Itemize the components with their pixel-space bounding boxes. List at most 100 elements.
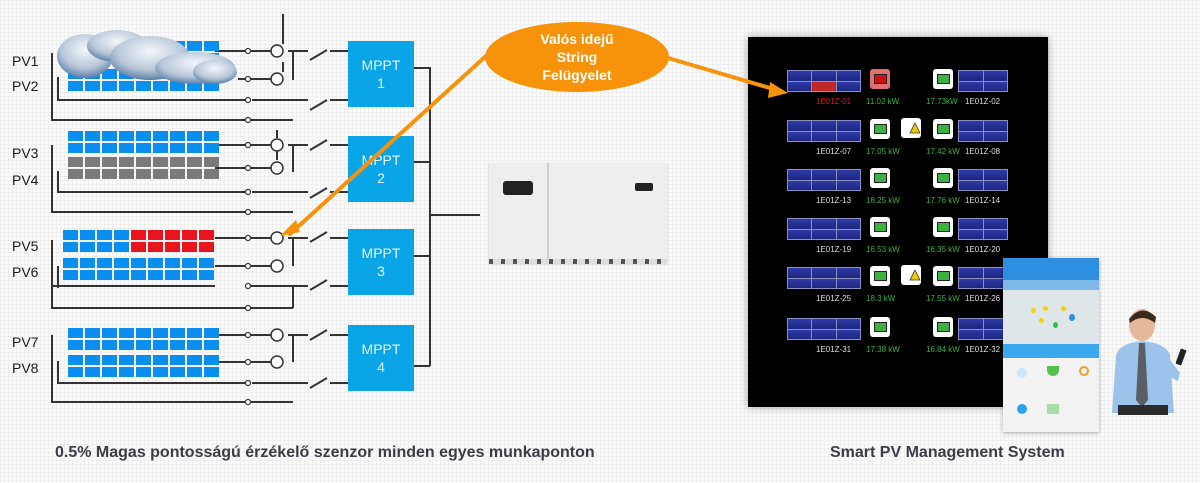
pv-module (199, 258, 214, 280)
pv-module (80, 230, 95, 252)
pv-label: PV2 (12, 78, 39, 94)
string-array-right (958, 218, 1008, 240)
warning-icon (901, 265, 921, 285)
string-array-left (787, 169, 861, 191)
pv-module (102, 355, 117, 377)
app-tabs (1003, 280, 1099, 290)
pv-module (204, 131, 219, 153)
arrowhead-icon (280, 220, 300, 236)
string-id-label: 1E01Z-13 (816, 196, 852, 205)
pv-module (102, 69, 117, 91)
string-array-right (958, 318, 1008, 340)
pv-module (68, 355, 83, 377)
string-id-label: 1E01Z-19 (816, 245, 852, 254)
app-stats-bar (1003, 344, 1099, 358)
pv-module (136, 157, 151, 179)
string-array-left (787, 267, 861, 289)
pv-module (187, 328, 202, 350)
pv-module (136, 355, 151, 377)
pv-module (131, 258, 146, 280)
wire (51, 53, 293, 121)
string-id-label: 1E01Z-14 (965, 196, 1001, 205)
arrow-to-dashboard (666, 56, 782, 93)
bus-wire (414, 67, 480, 367)
string-id-label: 1E01Z-20 (965, 245, 1001, 254)
mobile-app-screenshot (1003, 258, 1099, 432)
string-power-label: 16.84 kW (926, 345, 960, 354)
pv-label: PV1 (12, 53, 39, 69)
pv-module (148, 230, 163, 252)
pv-module (187, 131, 202, 153)
app-tile-icon (1079, 366, 1089, 376)
wire (51, 240, 293, 309)
pv-module (97, 230, 112, 252)
mppt-number: 1 (377, 75, 385, 91)
mppt-number: 2 (377, 170, 385, 186)
pv-label: PV3 (12, 145, 39, 161)
pv-module (97, 258, 112, 280)
arrow-to-string (288, 54, 488, 236)
pv-panel-array (68, 355, 219, 377)
string-array-right (958, 70, 1008, 92)
wiring-diagram (51, 14, 480, 406)
string-id-label: 1E01Z-02 (965, 97, 1001, 106)
realtime-string-monitoring-callout: Valós idejű String Felügyelet (485, 22, 669, 92)
mppt-number: 4 (377, 359, 385, 375)
pv-module (119, 157, 134, 179)
string-id-label: 1E01Z-32 (965, 345, 1001, 354)
map-pin-icon (1043, 306, 1048, 311)
pv-module (136, 328, 151, 350)
string-power-label: 18.25 kW (866, 196, 900, 205)
pv-module (187, 157, 202, 179)
string-power-label: 16.53 kW (866, 245, 900, 254)
string-monitor-icon (870, 119, 890, 139)
string-monitor-icon (870, 168, 890, 188)
pv-module (68, 131, 83, 153)
app-tile-icon (1017, 404, 1027, 414)
pv-label: PV7 (12, 334, 39, 350)
pv-module (153, 157, 168, 179)
pv-module (85, 131, 100, 153)
wire (57, 77, 248, 101)
pv-module (131, 230, 146, 252)
string-id-label: 1E01Z-07 (816, 147, 852, 156)
string-monitor-icon (870, 317, 890, 337)
pv-panel-array (68, 131, 219, 153)
mppt-title: MPPT (361, 57, 401, 73)
pv-module (187, 355, 202, 377)
string-monitor-icon (933, 69, 953, 89)
string-power-label: 17.05 kW (866, 147, 900, 156)
map-pin-icon (1031, 308, 1036, 313)
pv-module (170, 131, 185, 153)
mppt-box: MPPT 3 (348, 229, 414, 295)
pv-module (114, 230, 129, 252)
pv-module (153, 131, 168, 153)
callout-line: Valós idejű (540, 31, 614, 47)
string-array-right (958, 267, 1008, 289)
inverter-connectors (489, 259, 667, 264)
pv-module (119, 131, 134, 153)
string-array-left (787, 318, 861, 340)
pv-label: PV5 (12, 238, 39, 254)
mppt-title: MPPT (361, 152, 401, 168)
map-pin-icon (1061, 306, 1066, 311)
string-id-label: 1E01Z-25 (816, 294, 852, 303)
string-monitor-icon (933, 168, 953, 188)
inverter-image (489, 163, 667, 264)
wire (57, 171, 248, 193)
pv-module (199, 230, 214, 252)
pv-module (148, 258, 163, 280)
pv-module (170, 157, 185, 179)
pv-module (204, 328, 219, 350)
pv-module (102, 157, 117, 179)
map-pin-icon (1053, 322, 1058, 328)
wire (252, 377, 348, 389)
person-with-phone-image (1112, 309, 1187, 415)
cloud-icon (57, 30, 237, 84)
wire (293, 139, 348, 151)
terminal-nodes (244, 47, 252, 406)
pv-module (170, 328, 185, 350)
mppt-title: MPPT (361, 341, 401, 357)
string-array-left (787, 70, 861, 92)
inverter-display (503, 181, 533, 195)
